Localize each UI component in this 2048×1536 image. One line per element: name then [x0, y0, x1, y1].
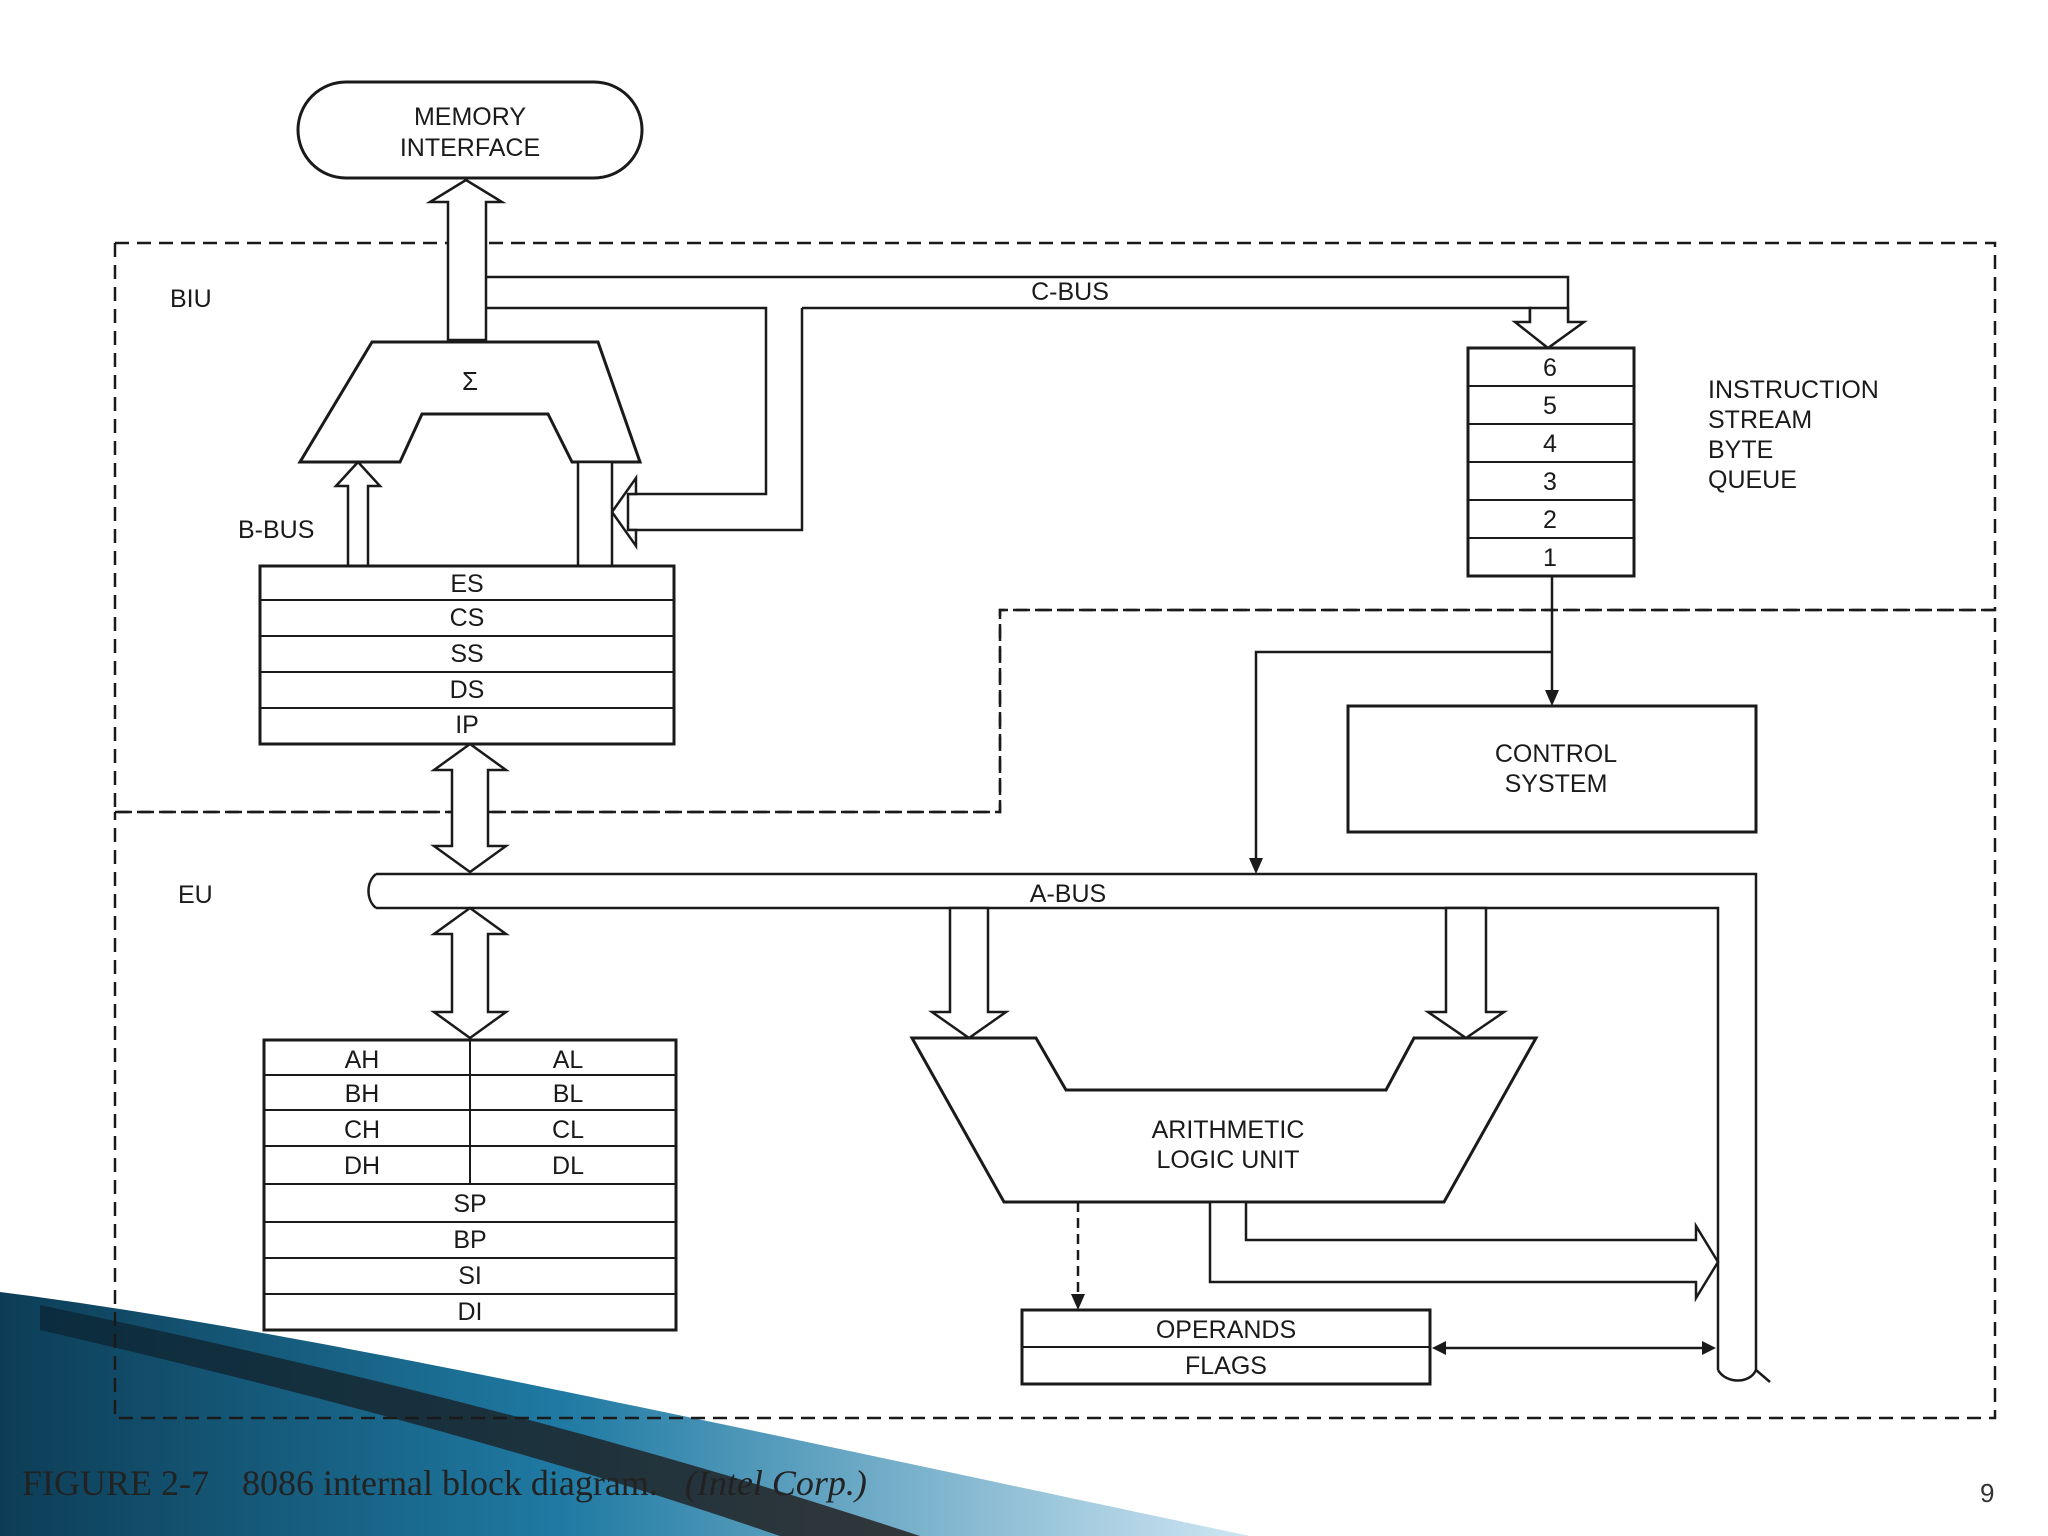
control-system-line-1: CONTROL [1495, 740, 1617, 768]
control-system: CONTROL SYSTEM [1346, 704, 1758, 834]
register-cl: CL [552, 1116, 584, 1144]
register-ds: DS [450, 676, 485, 704]
operands-label: OPERANDS [1156, 1316, 1296, 1344]
register-sp: SP [453, 1190, 486, 1218]
register-ah: AH [345, 1046, 380, 1074]
register-dl: DL [552, 1152, 584, 1180]
c-bus-label: C-BUS [1031, 278, 1109, 306]
queue-output-lines [1249, 576, 1559, 874]
operands-flags: OPERANDS FLAGS [1020, 1308, 1432, 1386]
abus-to-general-registers-arrow [430, 906, 510, 1040]
queue-slot-2: 2 [1543, 506, 1557, 534]
figure-text: 8086 internal block diagram. [242, 1463, 658, 1503]
flags-label: FLAGS [1185, 1352, 1267, 1380]
slide-number: 9 [1980, 1478, 1995, 1508]
register-al: AL [553, 1046, 584, 1074]
queue-label-line-1: INSTRUCTION [1708, 376, 1879, 404]
queue-slot-6: 6 [1543, 354, 1557, 382]
queue-label-line-4: QUEUE [1708, 466, 1797, 494]
c-bus [486, 275, 1588, 550]
register-bl: BL [553, 1080, 584, 1108]
register-ch: CH [344, 1116, 380, 1144]
register-cs: CS [450, 604, 485, 632]
alu-output [1071, 1200, 1720, 1310]
abus-to-alu-right-arrow [1423, 906, 1509, 1040]
queue-slot-5: 5 [1543, 392, 1557, 420]
b-bus-label: B-BUS [238, 516, 314, 544]
register-dh: DH [344, 1152, 380, 1180]
instruction-queue: 6 5 4 3 2 1 [1466, 346, 1636, 578]
abus-to-alu-left-arrow [928, 906, 1010, 1040]
memory-interface-line-1: MEMORY [414, 103, 526, 131]
sigma-adder: Σ [297, 340, 643, 464]
queue-slot-1: 1 [1543, 544, 1557, 572]
eu-boundary [113, 608, 1997, 1420]
queue-label: INSTRUCTION STREAM BYTE QUEUE [1708, 376, 1879, 494]
general-registers: AH AL BH BL CH CL DH DL SP BP SI DI [262, 1038, 678, 1332]
queue-label-line-3: BYTE [1708, 436, 1773, 464]
queue-slot-3: 3 [1543, 468, 1557, 496]
b-bus-arrow [333, 460, 383, 568]
register-bh: BH [345, 1080, 380, 1108]
figure-number: FIGURE 2-7 [22, 1463, 209, 1503]
memory-interface-line-2: INTERFACE [400, 134, 540, 162]
sigma-label: Σ [462, 366, 478, 396]
memory-bus-arrow [425, 178, 507, 342]
register-ss: SS [450, 640, 483, 668]
queue-slot-4: 4 [1543, 430, 1557, 458]
a-bus [367, 872, 1771, 1383]
segment-to-abus-arrow [430, 742, 510, 874]
biu-label: BIU [170, 285, 212, 313]
alu-line-1: ARITHMETIC [1152, 1116, 1305, 1144]
register-es: ES [450, 570, 483, 598]
figure-caption: FIGURE 2-7 8086 internal block diagram. … [22, 1462, 867, 1504]
register-di: DI [458, 1298, 483, 1326]
control-system-line-2: SYSTEM [1505, 770, 1608, 798]
register-bp: BP [453, 1226, 486, 1254]
alu: ARITHMETIC LOGIC UNIT [909, 1036, 1539, 1204]
segment-registers: ES CS SS DS IP [258, 564, 676, 746]
a-bus-label: A-BUS [1030, 880, 1106, 908]
memory-interface: MEMORY INTERFACE [296, 80, 644, 180]
operands-abus-link [1432, 1341, 1716, 1355]
register-si: SI [458, 1262, 482, 1290]
slide-swoosh-decoration [0, 1292, 1250, 1536]
queue-label-line-2: STREAM [1708, 406, 1812, 434]
eu-label: EU [178, 881, 213, 909]
register-ip: IP [455, 711, 479, 739]
alu-line-2: LOGIC UNIT [1156, 1146, 1299, 1174]
figure-credit: (Intel Corp.) [684, 1463, 867, 1503]
